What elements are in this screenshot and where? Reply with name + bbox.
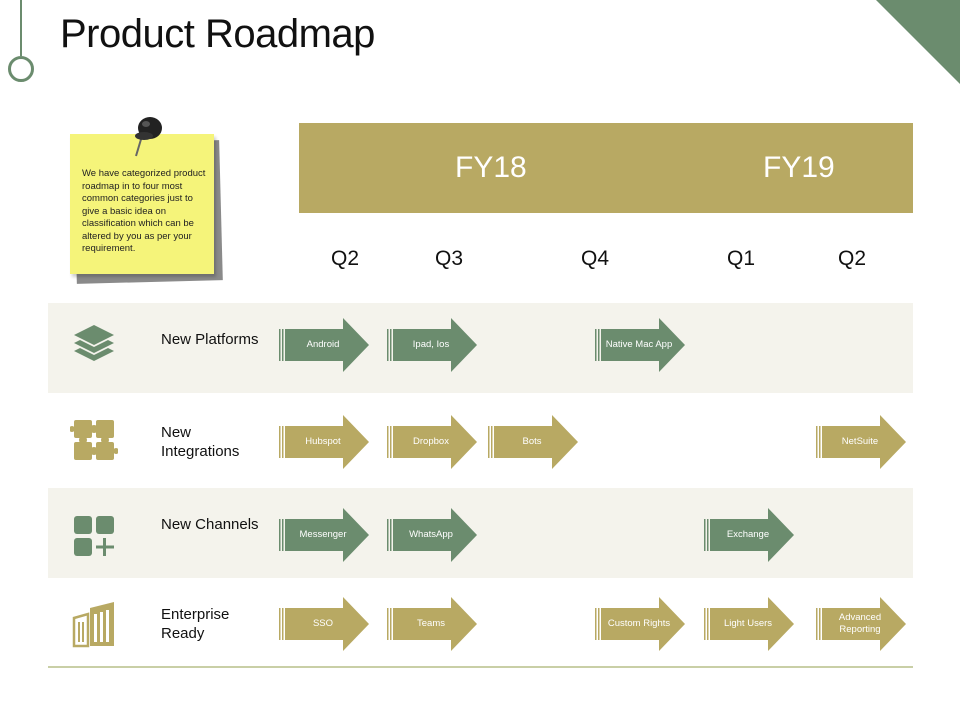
arrow-shape [279, 597, 369, 651]
arrow-shape [595, 597, 685, 651]
arrow-label: Android [306, 339, 340, 350]
sticky-note-text: We have categorized product roadmap in t… [82, 168, 206, 254]
roadmap-arrow: NetSuite [816, 415, 906, 469]
arrow-label: Teams [417, 618, 445, 629]
arrow-shape [488, 415, 578, 469]
arrow-label: SSO [312, 618, 334, 629]
layers-icon [74, 325, 114, 361]
quarter-label-0: Q2 [331, 247, 360, 270]
roadmap-arrow: Native Mac App [595, 318, 685, 372]
roadmap-arrow: Bots [488, 415, 578, 469]
arrow-shape [816, 415, 906, 469]
fiscal-year-band: FY18 FY19 [299, 123, 913, 213]
roadmap-arrow: Custom Rights [595, 597, 685, 651]
apps-add-icon [74, 516, 114, 556]
row-label-enterprise: Enterprise Ready [161, 606, 230, 642]
roadmap-arrow: Dropbox [387, 415, 477, 469]
row-label-platforms: New Platforms [161, 331, 259, 348]
roadmap-row-integrations: New Integrations [48, 396, 913, 486]
sticky-note: We have categorized product roadmap in t… [70, 134, 214, 274]
roadmap-arrow: Hubspot [279, 415, 369, 469]
corner-triangle [876, 0, 960, 84]
arrow-shape [387, 415, 477, 469]
roadmap-row-platforms: New Platforms [48, 303, 913, 393]
roadmap-arrow: Android [279, 318, 369, 372]
fy-label-0: FY18 [455, 151, 527, 184]
bottom-divider [48, 666, 913, 668]
building-icon [72, 602, 114, 648]
arrow-shape [387, 508, 477, 562]
arrow-shape [279, 415, 369, 469]
puzzle-icon [70, 420, 118, 460]
quarter-label-2: Q4 [581, 247, 610, 270]
arrow-label: Advanced Reporting [838, 612, 882, 635]
hanging-line [20, 0, 22, 56]
hanging-ring [8, 56, 34, 82]
pushpin-icon [135, 117, 162, 157]
arrow-label: NetSuite [841, 436, 879, 447]
arrow-label: Ipad, Ios [412, 339, 450, 350]
arrow-shape [704, 597, 794, 651]
roadmap-arrow: Teams [387, 597, 477, 651]
arrow-label: Custom Rights [607, 618, 671, 629]
quarter-label-4: Q2 [838, 247, 867, 270]
arrow-label: Exchange [726, 529, 770, 540]
quarter-label-3: Q1 [727, 247, 756, 270]
quarter-label-1: Q3 [435, 247, 464, 270]
arrow-shape [279, 318, 369, 372]
arrow-shape [595, 318, 685, 372]
arrow-shape [387, 318, 477, 372]
arrow-label: Dropbox [413, 436, 449, 447]
arrow-shape [704, 508, 794, 562]
roadmap-arrow: WhatsApp [387, 508, 477, 562]
page-title: Product Roadmap [60, 12, 375, 56]
roadmap-arrow: Exchange [704, 508, 794, 562]
arrow-shape [816, 597, 906, 651]
row-label-channels: New Channels [161, 516, 259, 533]
roadmap-arrow: Advanced Reporting [816, 597, 906, 651]
arrow-label: Bots [522, 436, 542, 447]
arrow-shape [387, 597, 477, 651]
arrow-label: Native Mac App [605, 339, 673, 350]
arrow-label: WhatsApp [409, 529, 453, 540]
roadmap-arrow: SSO [279, 597, 369, 651]
roadmap-arrow: Ipad, Ios [387, 318, 477, 372]
row-label-integrations: New Integrations [161, 424, 240, 460]
roadmap-arrow: Light Users [704, 597, 794, 651]
arrow-shape [279, 508, 369, 562]
arrow-label: Hubspot [305, 436, 341, 447]
arrow-label: Light Users [723, 618, 773, 629]
fy-label-1: FY19 [763, 151, 835, 184]
arrow-label: Messenger [299, 529, 347, 540]
roadmap-arrow: Messenger [279, 508, 369, 562]
